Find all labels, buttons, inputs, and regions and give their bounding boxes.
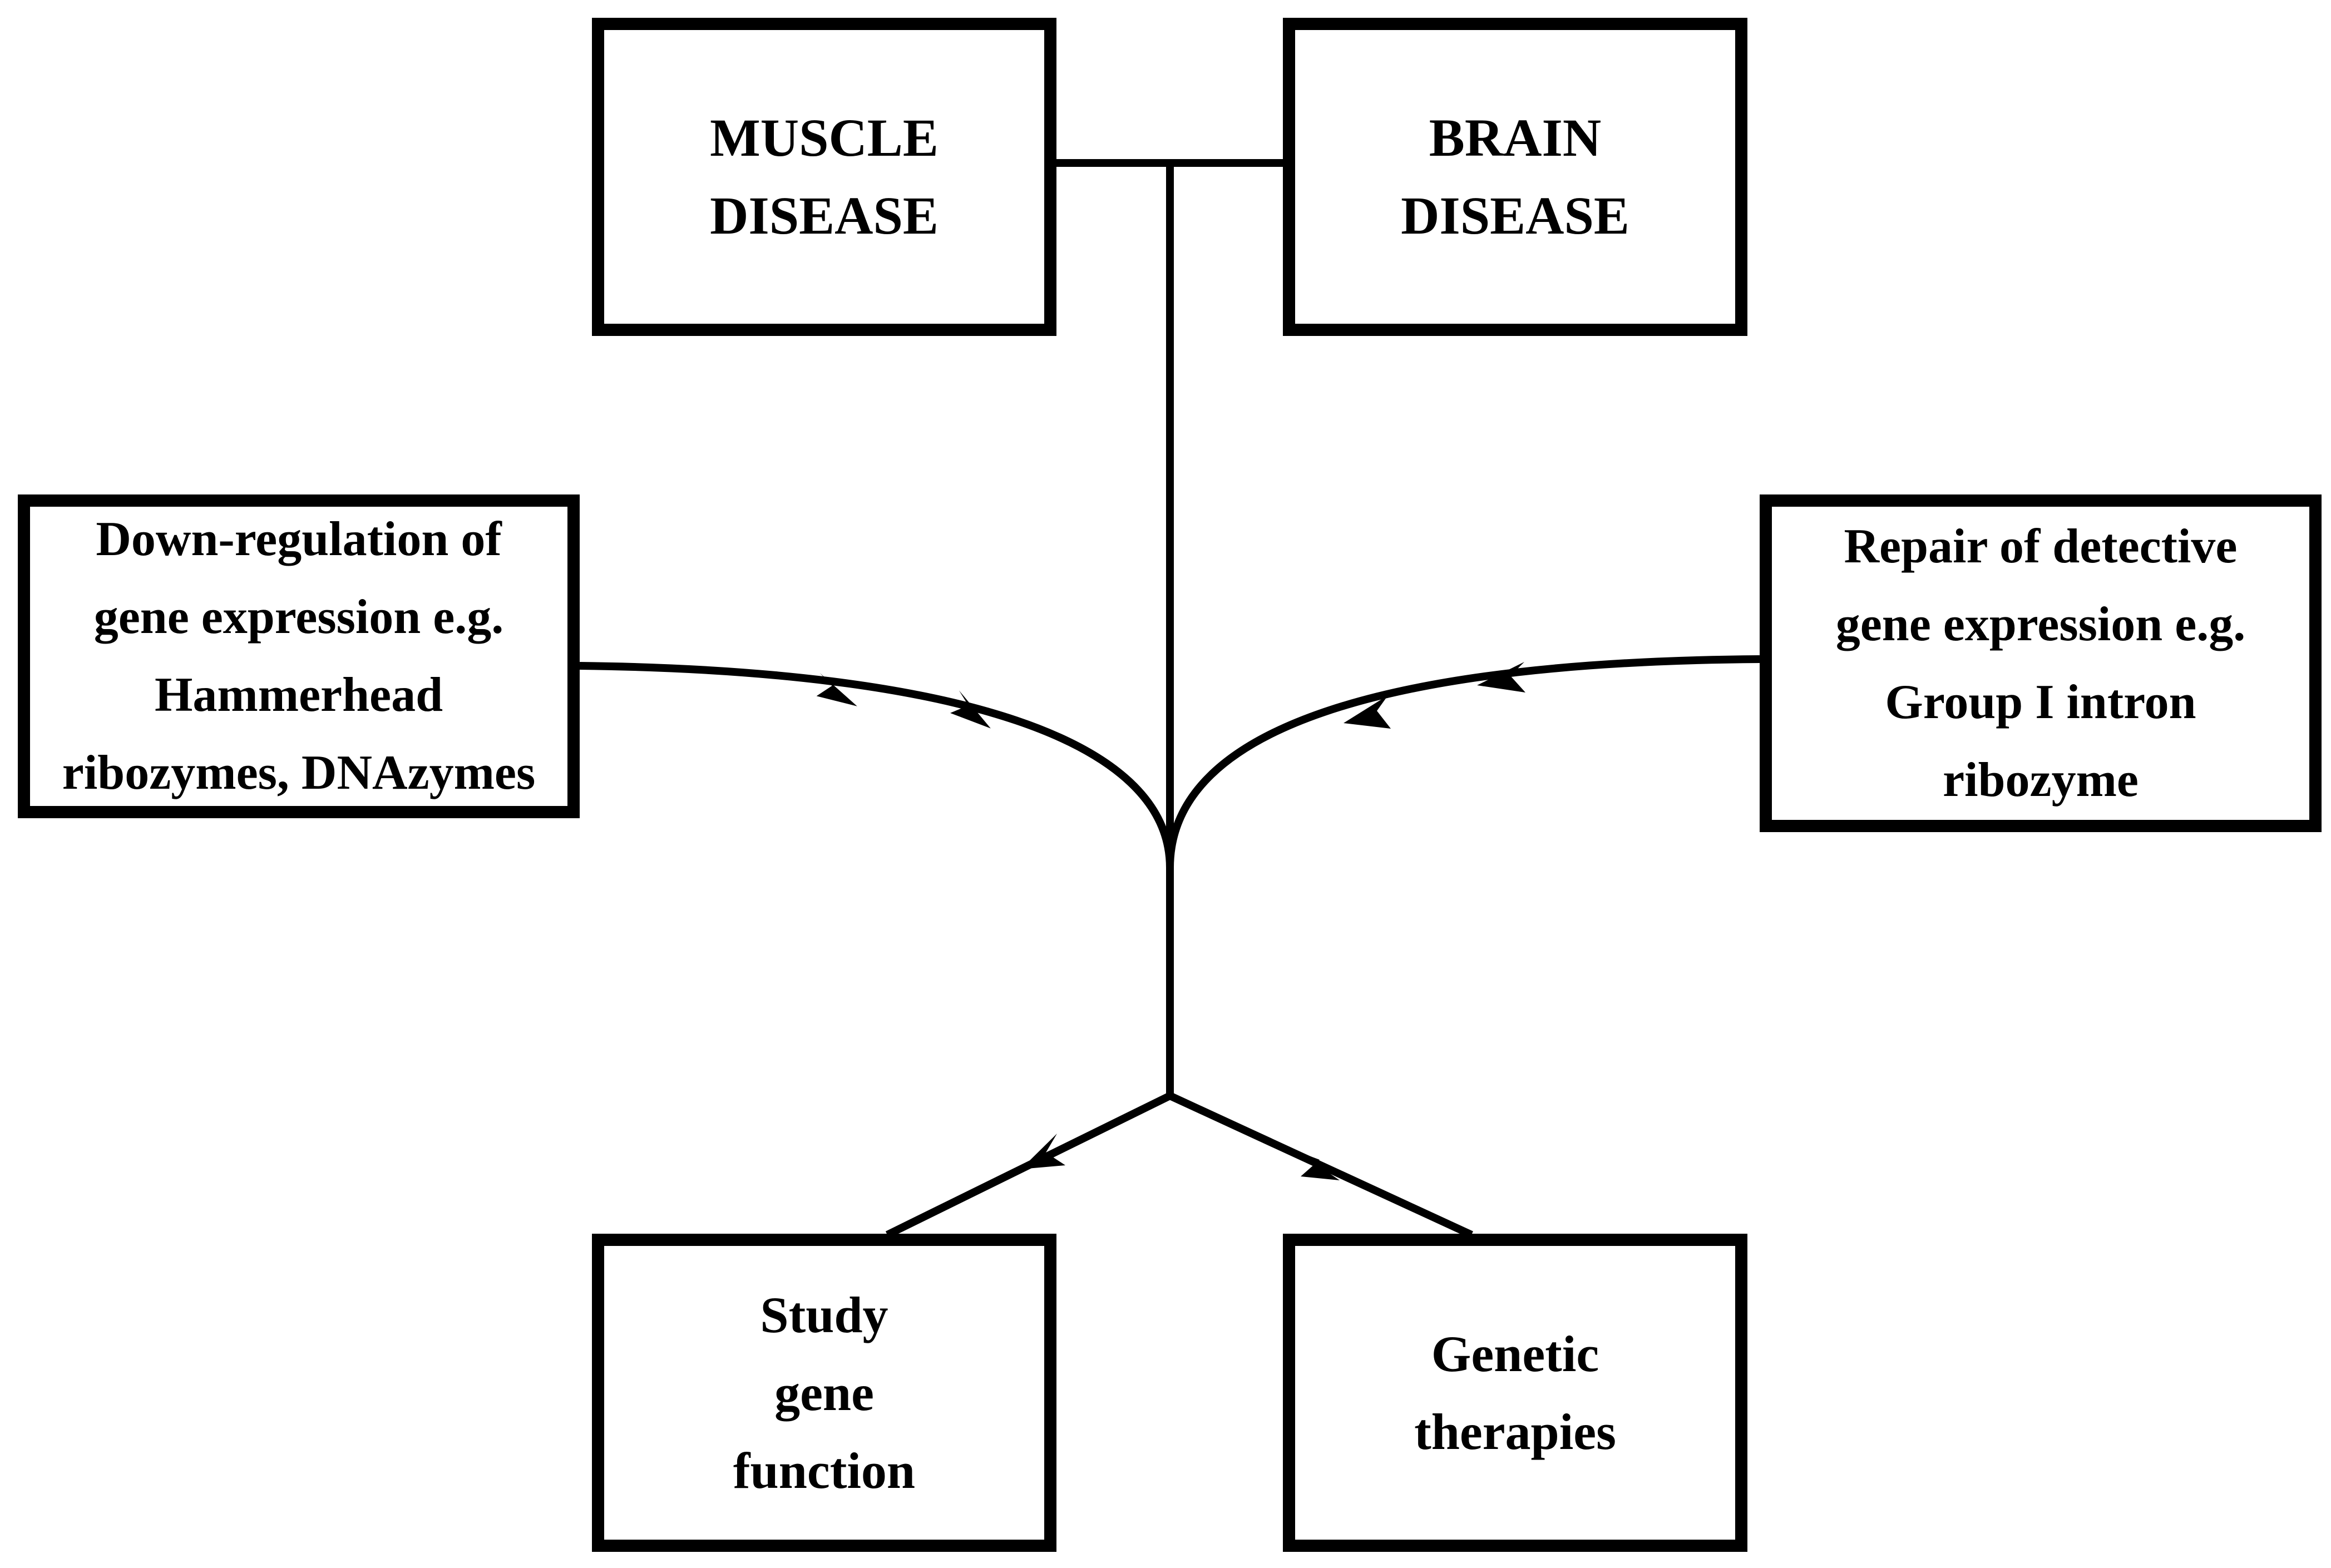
arrowhead-right-2 — [1344, 695, 1391, 729]
muscle-disease-label: MUSCLE DISEASE — [710, 108, 939, 245]
split-line-right — [1168, 1092, 1473, 1239]
arrowhead-left-1 — [816, 672, 857, 706]
brain-disease-box: BRAIN DISEASE — [1283, 18, 1747, 336]
repair-label: Repair of detective gene expression e.g.… — [1835, 519, 2246, 807]
left-merge-curve — [579, 662, 1174, 868]
arrowhead-split-left — [1021, 1134, 1065, 1169]
arrowhead-right-1 — [1477, 662, 1525, 693]
arrowhead-split-right — [1297, 1151, 1340, 1180]
repair-box: Repair of detective gene expression e.g.… — [1760, 494, 2322, 832]
right-merge-curve — [1166, 655, 1760, 868]
study-gene-function-label: Study gene function — [733, 1287, 916, 1499]
brain-disease-label: BRAIN DISEASE — [1401, 108, 1629, 245]
arrowhead-left-2 — [950, 690, 991, 729]
genetic-therapies-label: Genetic therapies — [1414, 1325, 1616, 1460]
study-gene-function-box: Study gene function — [592, 1234, 1056, 1552]
muscle-disease-box: MUSCLE DISEASE — [592, 18, 1056, 336]
down-regulation-box: Down-regulation of gene expression e.g. … — [18, 494, 580, 818]
down-regulation-label: Down-regulation of gene expression e.g. … — [62, 512, 536, 800]
genetic-therapies-box: Genetic therapies — [1283, 1234, 1747, 1552]
